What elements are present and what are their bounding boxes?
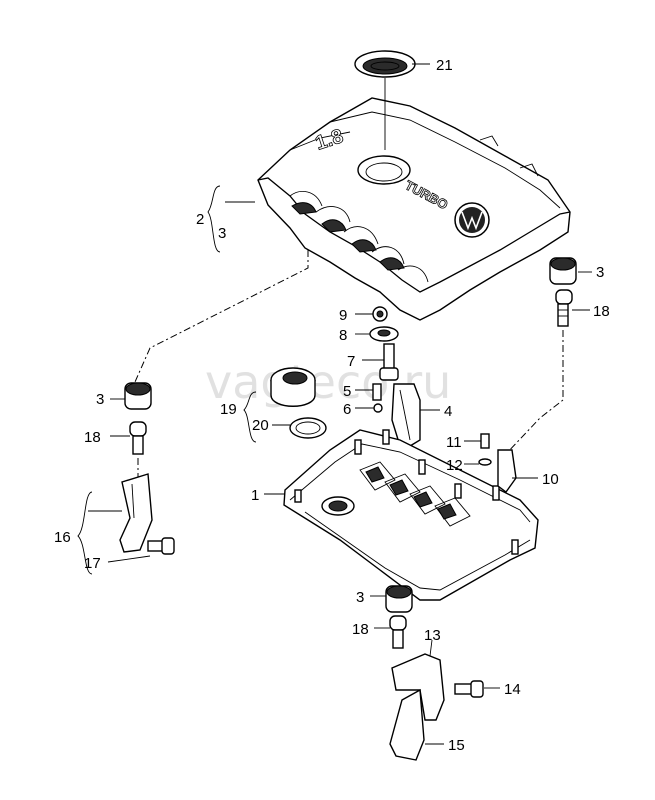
callout-4: 4 — [444, 403, 452, 420]
callout-3-bottom: 3 — [356, 589, 364, 606]
callout-2: 2 — [196, 211, 204, 228]
callout-14: 14 — [504, 681, 521, 698]
callout-1: 1 — [251, 487, 259, 504]
callout-leaders — [88, 63, 592, 745]
callout-15: 15 — [448, 737, 465, 754]
callout-12: 12 — [446, 457, 463, 474]
callout-5: 5 — [343, 383, 351, 400]
oil-filler-cap — [270, 367, 327, 439]
brace-16-17 — [77, 491, 93, 575]
callout-7: 7 — [347, 353, 355, 370]
bracket-16 — [119, 473, 153, 553]
brace-19-20 — [243, 391, 257, 443]
mount-bottom — [385, 585, 413, 649]
vw-logo-icon — [454, 202, 490, 238]
callout-16: 16 — [54, 529, 71, 546]
bracket-15 — [389, 688, 425, 761]
bracket-4 — [391, 383, 421, 447]
callout-11: 11 — [446, 434, 462, 451]
callout-3-cover: 3 — [218, 225, 226, 242]
callout-10: 10 — [542, 471, 559, 488]
callout-9: 9 — [339, 307, 347, 324]
valve-cover — [283, 429, 539, 601]
callout-18-right: 18 — [593, 303, 610, 320]
engine-cover: 1.8 TURBO — [257, 97, 571, 321]
callout-3-left: 3 — [96, 391, 104, 408]
filler-cap-seal — [354, 50, 416, 78]
mount-right — [549, 257, 577, 327]
callout-17: 17 — [84, 555, 101, 572]
callout-13: 13 — [424, 627, 441, 644]
bracket-10 — [497, 449, 517, 493]
callout-8: 8 — [339, 327, 347, 344]
callout-19: 19 — [220, 401, 237, 418]
stud-set-5-9 — [369, 306, 399, 413]
callout-18-bottom: 18 — [352, 621, 369, 638]
bolt-17 — [147, 537, 175, 555]
callout-21: 21 — [436, 57, 453, 74]
callout-20: 20 — [252, 417, 269, 434]
callout-18-left: 18 — [84, 429, 101, 446]
callout-6: 6 — [343, 401, 351, 418]
brace-2-3 — [207, 185, 221, 253]
mount-left — [124, 382, 152, 455]
screw-11-washer-12 — [478, 433, 492, 466]
callout-3-right: 3 — [596, 264, 604, 281]
bolt-14 — [454, 680, 484, 698]
